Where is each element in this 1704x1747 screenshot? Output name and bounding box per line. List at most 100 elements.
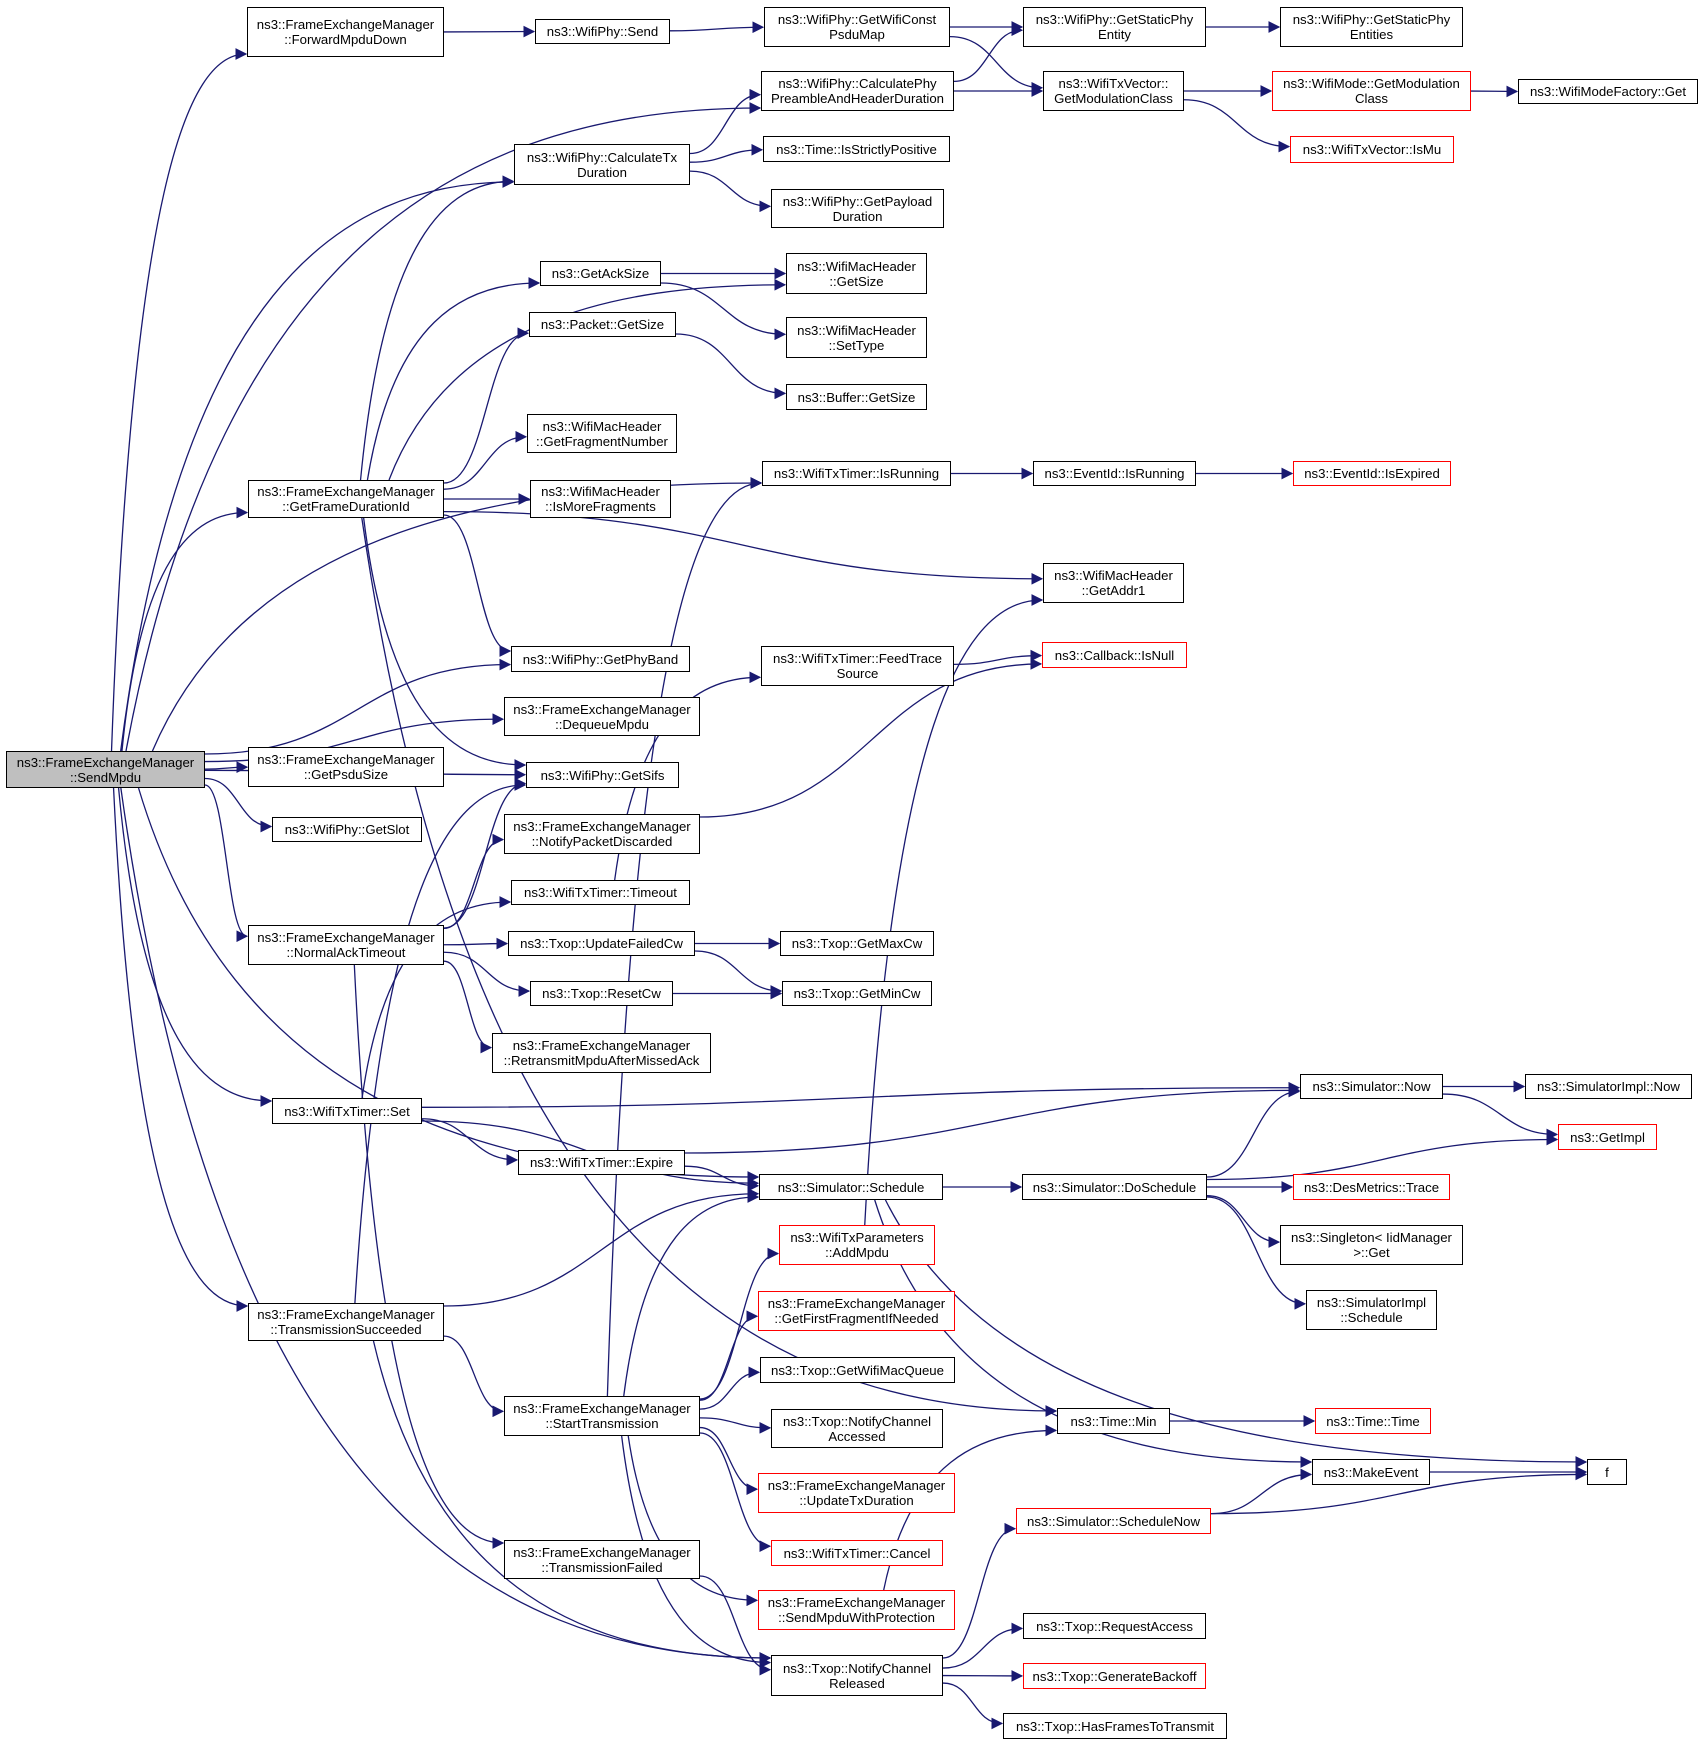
- call-edge-starttx-to-schedule: [623, 1191, 760, 1397]
- graph-node-morefrag[interactable]: ns3::WifiMacHeader ::IsMoreFragments: [530, 480, 671, 518]
- graph-node-staticents[interactable]: ns3::WifiPhy::GetStaticPhy Entities: [1280, 7, 1463, 47]
- graph-node-preamble[interactable]: ns3::WifiPhy::CalculatePhy PreambleAndHe…: [761, 71, 954, 111]
- graph-node-sifs[interactable]: ns3::WifiPhy::GetSifs: [526, 762, 679, 788]
- graph-node-slot[interactable]: ns3::WifiPhy::GetSlot: [272, 817, 422, 842]
- call-edge-dosched-to-simnow: [1206, 1085, 1301, 1178]
- graph-node-acksize[interactable]: ns3::GetAckSize: [540, 261, 661, 286]
- graph-node-implsched[interactable]: ns3::SimulatorImpl ::Schedule: [1306, 1290, 1437, 1330]
- graph-node-acktimeout[interactable]: ns3::FrameExchangeManager ::NormalAckTim…: [248, 925, 444, 965]
- graph-node-mincw[interactable]: ns3::Txop::GetMinCw: [782, 981, 932, 1006]
- graph-node-ismu[interactable]: ns3::WifiTxVector::IsMu: [1290, 136, 1454, 163]
- graph-node-discarded[interactable]: ns3::FrameExchangeManager ::NotifyPacket…: [504, 814, 700, 854]
- graph-node-modclass[interactable]: ns3::WifiTxVector:: GetModulationClass: [1043, 71, 1184, 111]
- graph-node-implnow[interactable]: ns3::SimulatorImpl::Now: [1525, 1074, 1692, 1099]
- graph-node-trace[interactable]: ns3::DesMetrics::Trace: [1293, 1174, 1450, 1200]
- graph-node-retrans[interactable]: ns3::FrameExchangeManager ::RetransmitMp…: [492, 1033, 711, 1073]
- graph-node-dequeue[interactable]: ns3::FrameExchangeManager ::DequeueMpdu: [504, 697, 700, 736]
- graph-node-timemin[interactable]: ns3::Time::Min: [1057, 1408, 1170, 1434]
- call-edge-durid-to-acksize: [366, 277, 541, 481]
- graph-node-simnow[interactable]: ns3::Simulator::Now: [1300, 1074, 1443, 1099]
- graph-node-cancel[interactable]: ns3::WifiTxTimer::Cancel: [771, 1540, 943, 1566]
- graph-node-txrunning[interactable]: ns3::WifiTxTimer::IsRunning: [762, 461, 951, 486]
- call-edge-sendmpdu-to-psdusize: [204, 761, 249, 773]
- call-edge-sendmpdu-to-calctx: [120, 176, 515, 752]
- graph-node-payload[interactable]: ns3::WifiPhy::GetPayload Duration: [771, 189, 944, 228]
- graph-node-fwd[interactable]: ns3::FrameExchangeManager ::ForwardMpduD…: [247, 7, 444, 57]
- graph-node-timerset[interactable]: ns3::WifiTxTimer::Set: [272, 1098, 422, 1124]
- call-edge-schednow-to-f: [1210, 1468, 1588, 1515]
- call-edge-pktsize-to-bufsize: [675, 333, 787, 400]
- graph-node-staticent[interactable]: ns3::WifiPhy::GetStaticPhy Entity: [1023, 7, 1206, 47]
- graph-node-constpsdu[interactable]: ns3::WifiPhy::GetWifiConst PsduMap: [764, 7, 950, 47]
- graph-node-txsucc[interactable]: ns3::FrameExchangeManager ::Transmission…: [248, 1303, 444, 1341]
- call-edge-durid-to-phyband: [443, 514, 512, 657]
- graph-node-macqueue[interactable]: ns3::Txop::GetWifiMacQueue: [760, 1357, 955, 1383]
- graph-node-released[interactable]: ns3::Txop::NotifyChannel Released: [771, 1655, 943, 1696]
- graph-node-modeclass[interactable]: ns3::WifiMode::GetModulation Class: [1272, 71, 1471, 111]
- graph-node-singleton[interactable]: ns3::Singleton< IidManager >::Get: [1280, 1225, 1463, 1265]
- call-edge-durid-to-timemin: [361, 517, 1058, 1417]
- call-edge-updcw-to-mincw: [694, 950, 783, 997]
- call-edge-dosched-to-getimpl: [1206, 1133, 1559, 1181]
- graph-node-phyband[interactable]: ns3::WifiPhy::GetPhyBand: [511, 646, 690, 672]
- call-edge-sendmpdu-to-txsucc: [112, 787, 249, 1312]
- graph-node-schedule[interactable]: ns3::Simulator::Schedule: [759, 1174, 943, 1200]
- call-edge-constpsdu-to-modclass: [949, 35, 1044, 94]
- graph-node-feedtrace[interactable]: ns3::WifiTxTimer::FeedTrace Source: [761, 646, 954, 686]
- call-edge-acktimeout-to-retrans: [443, 960, 493, 1054]
- graph-node-reqaccess[interactable]: ns3::Txop::RequestAccess: [1023, 1613, 1206, 1639]
- call-edge-expire-to-simnow: [684, 1084, 1301, 1154]
- graph-node-psdusize[interactable]: ns3::FrameExchangeManager ::GetPsduSize: [248, 747, 444, 787]
- call-edge-sendmpdu-to-durid: [121, 506, 249, 752]
- graph-node-evexpired[interactable]: ns3::EventId::IsExpired: [1293, 461, 1451, 486]
- graph-node-dosched[interactable]: ns3::Simulator::DoSchedule: [1022, 1174, 1207, 1200]
- graph-node-txfailed[interactable]: ns3::FrameExchangeManager ::Transmission…: [504, 1540, 700, 1579]
- call-edge-sendmpdu-to-phyband: [204, 658, 512, 755]
- call-edge-starttx-to-accessed: [699, 1417, 772, 1434]
- call-edge-sendmpdu-to-fwd: [110, 48, 248, 752]
- call-edge-schednow-to-makeevent: [1210, 1468, 1313, 1515]
- graph-node-backoff[interactable]: ns3::Txop::GenerateBackoff: [1023, 1663, 1206, 1689]
- graph-node-addr1[interactable]: ns3::WifiMacHeader ::GetAddr1: [1043, 563, 1184, 603]
- graph-node-settype[interactable]: ns3::WifiMacHeader ::SetType: [786, 317, 927, 358]
- graph-node-schednow[interactable]: ns3::Simulator::ScheduleNow: [1016, 1508, 1211, 1534]
- graph-node-durid[interactable]: ns3::FrameExchangeManager ::GetFrameDura…: [248, 480, 444, 518]
- call-edge-txfailed-to-released: [699, 1575, 772, 1676]
- call-edge-sendmpdu-to-preamble: [125, 102, 762, 752]
- graph-node-expire[interactable]: ns3::WifiTxTimer::Expire: [518, 1150, 685, 1175]
- graph-node-pktsize[interactable]: ns3::Packet::GetSize: [529, 312, 676, 337]
- graph-node-addmpdu[interactable]: ns3::WifiTxParameters ::AddMpdu: [779, 1225, 935, 1265]
- graph-node-makeevent[interactable]: ns3::MakeEvent: [1312, 1459, 1430, 1485]
- graph-node-withprot[interactable]: ns3::FrameExchangeManager ::SendMpduWith…: [758, 1590, 955, 1630]
- graph-node-evrunning[interactable]: ns3::EventId::IsRunning: [1033, 461, 1196, 486]
- call-edge-durid-to-pktsize: [443, 327, 530, 484]
- graph-node-firstfrag[interactable]: ns3::FrameExchangeManager ::GetFirstFrag…: [758, 1291, 955, 1331]
- call-edge-released-to-hasframes: [942, 1682, 1004, 1730]
- graph-node-timeout[interactable]: ns3::WifiTxTimer::Timeout: [511, 880, 690, 905]
- call-edge-acktimeout-to-txfailed: [353, 964, 505, 1549]
- graph-node-fragnum[interactable]: ns3::WifiMacHeader ::GetFragmentNumber: [527, 414, 677, 453]
- graph-node-bufsize[interactable]: ns3::Buffer::GetSize: [786, 384, 927, 410]
- graph-node-hdrsize[interactable]: ns3::WifiMacHeader ::GetSize: [786, 253, 927, 294]
- call-edge-calctx-to-payload: [689, 170, 772, 213]
- call-edge-timerset-to-simnow: [421, 1081, 1301, 1108]
- graph-node-hasframes[interactable]: ns3::Txop::HasFramesToTransmit: [1003, 1713, 1227, 1739]
- graph-node-isnull[interactable]: ns3::Callback::IsNull: [1042, 642, 1187, 668]
- graph-node-starttx[interactable]: ns3::FrameExchangeManager ::StartTransmi…: [504, 1396, 700, 1436]
- graph-node-send[interactable]: ns3::WifiPhy::Send: [535, 19, 670, 44]
- graph-node-strictpos[interactable]: ns3::Time::IsStrictlyPositive: [763, 136, 950, 162]
- graph-node-updtxdur[interactable]: ns3::FrameExchangeManager ::UpdateTxDura…: [758, 1473, 955, 1513]
- call-edge-calctx-to-strictpos: [689, 143, 764, 163]
- call-edge-addmpdu-to-addr1: [864, 594, 1044, 1226]
- graph-node-getimpl[interactable]: ns3::GetImpl: [1558, 1124, 1657, 1150]
- graph-node-f[interactable]: f: [1587, 1459, 1627, 1485]
- call-edge-starttx-to-macqueue: [699, 1366, 761, 1410]
- graph-node-calctx[interactable]: ns3::WifiPhy::CalculateTx Duration: [514, 144, 690, 185]
- graph-node-updcw[interactable]: ns3::Txop::UpdateFailedCw: [508, 931, 695, 956]
- graph-node-accessed[interactable]: ns3::Txop::NotifyChannel Accessed: [771, 1409, 943, 1448]
- graph-node-maxcw[interactable]: ns3::Txop::GetMaxCw: [780, 931, 934, 956]
- graph-node-resetcw[interactable]: ns3::Txop::ResetCw: [530, 981, 673, 1006]
- graph-node-timetime[interactable]: ns3::Time::Time: [1315, 1408, 1431, 1434]
- graph-node-modefactory[interactable]: ns3::WifiModeFactory::Get: [1518, 79, 1698, 104]
